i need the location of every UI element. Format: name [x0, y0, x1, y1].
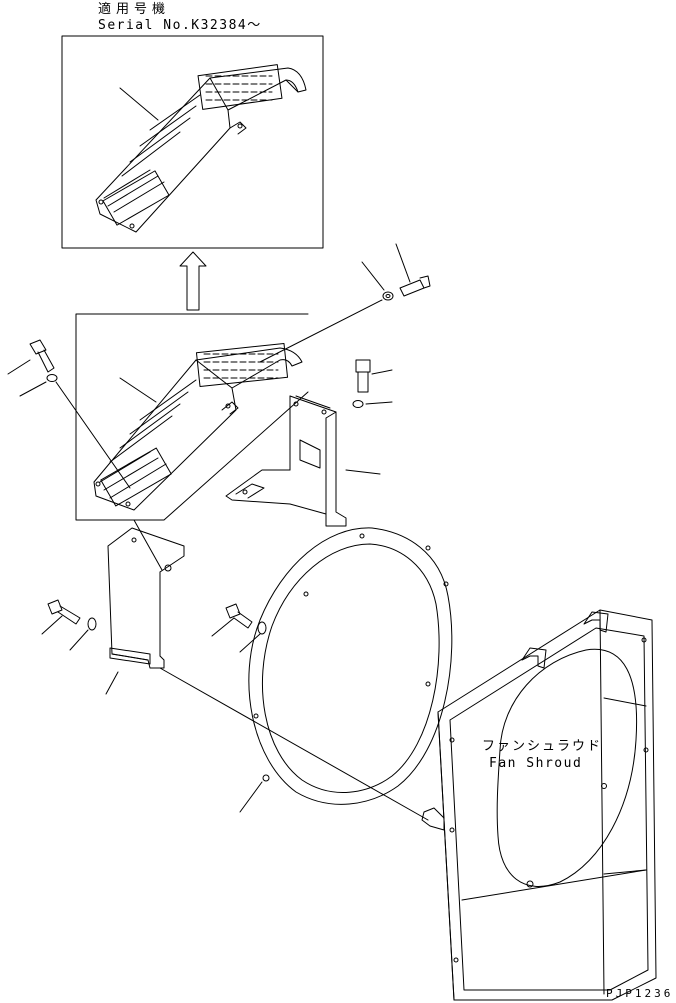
bolt-left-lower: [42, 600, 96, 650]
leader-line: [120, 88, 158, 120]
bracket: [226, 396, 380, 526]
leader-line: [160, 668, 428, 820]
bolt-upper-right: [260, 244, 430, 362]
drawing-code: PJP1236: [606, 987, 674, 1000]
fan-shroud-label-en: Fan Shroud: [489, 756, 583, 771]
fan-shroud: [422, 610, 656, 1000]
applicable-model-label: 適用号機: [98, 2, 171, 17]
shroud-ring: [240, 528, 452, 812]
bolt-left-upper: [8, 340, 130, 488]
replacement-arrow: [180, 252, 206, 310]
leader-line: [120, 378, 156, 402]
serial-range-label: Serial No.K32384～: [98, 18, 262, 33]
fan-shroud-label-jp: ファンシュラウド: [482, 739, 603, 754]
inset-current-box: [76, 314, 308, 520]
inset-variant-box: [62, 36, 323, 248]
cover-plate-variant: [96, 65, 306, 232]
bolt-middle: [212, 604, 266, 652]
bolt-bracket: [353, 360, 392, 408]
cover-plate: [94, 343, 302, 510]
lower-bracket: [106, 520, 184, 694]
